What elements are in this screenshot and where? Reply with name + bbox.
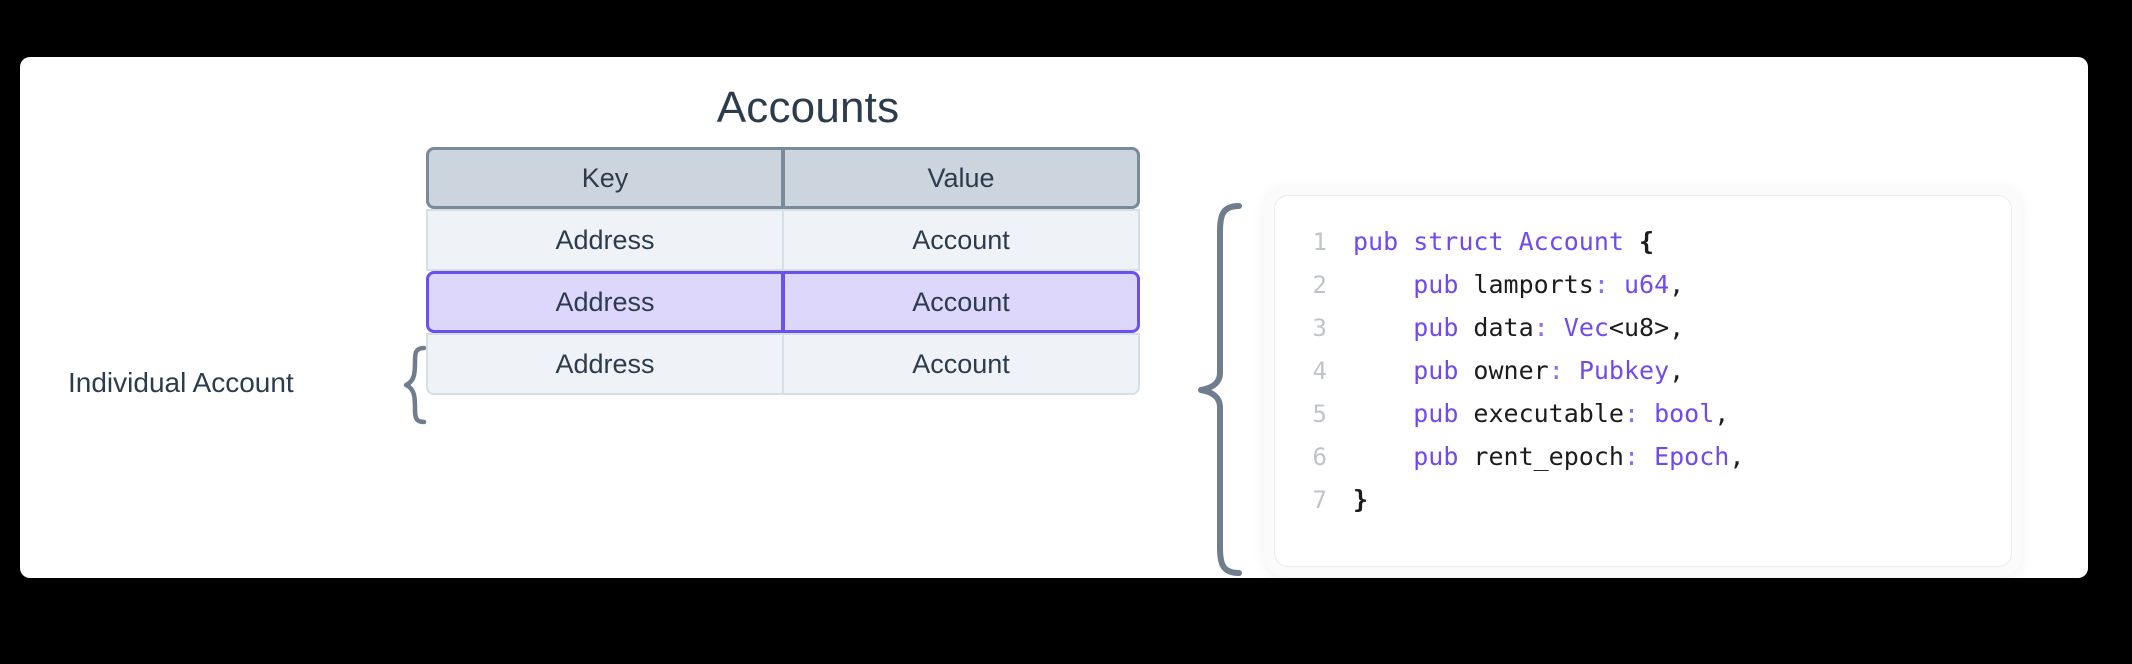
cell-value: Account: [783, 209, 1140, 271]
code-token: Epoch: [1654, 442, 1730, 471]
code-token: executable: [1458, 399, 1624, 428]
code-token: Vec: [1563, 313, 1609, 342]
code-line: 3 pub data: Vec<u8>,: [1275, 306, 2011, 349]
cell-value: Account: [783, 333, 1140, 395]
code-token: ,: [1669, 356, 1685, 385]
code-token: Pubkey: [1578, 356, 1670, 385]
column-header-key: Key: [426, 147, 783, 209]
code-token: [1353, 313, 1413, 342]
code-line-number: 6: [1312, 443, 1327, 471]
code-token: pub: [1413, 313, 1459, 342]
code-line-text: }: [1353, 478, 2011, 521]
code-line-text: pub rent_epoch: Epoch,: [1353, 435, 2011, 478]
code-token: :: [1593, 270, 1609, 299]
code-token: :: [1533, 313, 1549, 342]
code-token: ,: [1729, 442, 1745, 471]
code-token: rent_epoch: [1458, 442, 1624, 471]
code-token: :: [1623, 442, 1640, 471]
code-token: ,: [1669, 313, 1685, 342]
code-token: pub: [1413, 356, 1459, 385]
cell-key: Address: [426, 271, 783, 333]
code-token: ,: [1714, 399, 1730, 428]
table-row-highlighted[interactable]: Address Account: [426, 271, 1140, 333]
code-line-number: 2: [1312, 271, 1327, 299]
code-token: [1564, 356, 1579, 385]
content-card: Accounts Individual Account Key Value Ad…: [20, 57, 2088, 578]
cell-key: Address: [426, 333, 783, 395]
code-token: pub struct: [1353, 227, 1519, 256]
page-title: Accounts: [716, 83, 900, 132]
code-token: Account: [1518, 227, 1624, 256]
code-token: [1639, 442, 1654, 471]
table-row[interactable]: Address Account: [426, 209, 1140, 271]
column-header-value: Value: [783, 147, 1140, 209]
code-token: [1624, 227, 1639, 256]
code-token: <u8>: [1608, 313, 1670, 342]
code-line-number: 4: [1312, 357, 1327, 385]
table-body: Address Account Address Account Address …: [426, 209, 1140, 395]
code-token: [1549, 313, 1564, 342]
code-token: [1639, 399, 1654, 428]
code-line-text: pub struct Account {: [1353, 220, 2011, 263]
code-line: 7}: [1275, 478, 2011, 521]
accounts-table: Key Value Address Account Address Accoun…: [426, 147, 1140, 395]
code-token: pub: [1413, 270, 1459, 299]
code-line-text: pub executable: bool,: [1353, 392, 2011, 435]
code-token: data: [1458, 313, 1534, 342]
code-token: [1353, 356, 1413, 385]
code-token: ,: [1669, 270, 1685, 299]
code-line-number: 7: [1312, 486, 1327, 514]
table-row[interactable]: Address Account: [426, 333, 1140, 395]
code-line-text: pub owner: Pubkey,: [1353, 349, 2011, 392]
code-token: u64: [1623, 270, 1670, 299]
left-curly-brace-icon: [396, 345, 430, 425]
code-line-text: pub lamports: u64,: [1353, 263, 2011, 306]
code-token: bool: [1654, 399, 1715, 428]
code-token: :: [1623, 399, 1640, 428]
code-line-text: pub data: Vec<u8>,: [1353, 306, 2011, 349]
table-header-row: Key Value: [426, 147, 1140, 209]
code-token: [1353, 442, 1413, 471]
cell-key: Address: [426, 209, 783, 271]
code-token: pub: [1413, 399, 1459, 428]
code-line-number: 5: [1312, 400, 1327, 428]
code-token: owner: [1458, 356, 1549, 385]
code-line: 4 pub owner: Pubkey,: [1275, 349, 2011, 392]
code-token: [1353, 270, 1413, 299]
code-line: 6 pub rent_epoch: Epoch,: [1275, 435, 2011, 478]
code-line: 5 pub executable: bool,: [1275, 392, 2011, 435]
table-head: Key Value: [426, 147, 1140, 209]
code-line-number: 1: [1312, 228, 1327, 256]
code-line: 2 pub lamports: u64,: [1275, 263, 2011, 306]
code-token: }: [1353, 485, 1369, 514]
individual-account-label: Individual Account: [68, 367, 294, 398]
code-token: [1353, 399, 1413, 428]
code-token: pub: [1413, 442, 1459, 471]
code-token: lamports: [1458, 270, 1594, 299]
large-left-curly-brace-icon: [1196, 202, 1252, 577]
code-token: {: [1639, 227, 1655, 256]
code-line-number: 3: [1312, 314, 1327, 342]
code-token: :: [1548, 356, 1564, 385]
cell-value: Account: [783, 271, 1140, 333]
code-line: 1 pub struct Account {: [1275, 220, 2011, 263]
code-token: [1609, 270, 1624, 299]
